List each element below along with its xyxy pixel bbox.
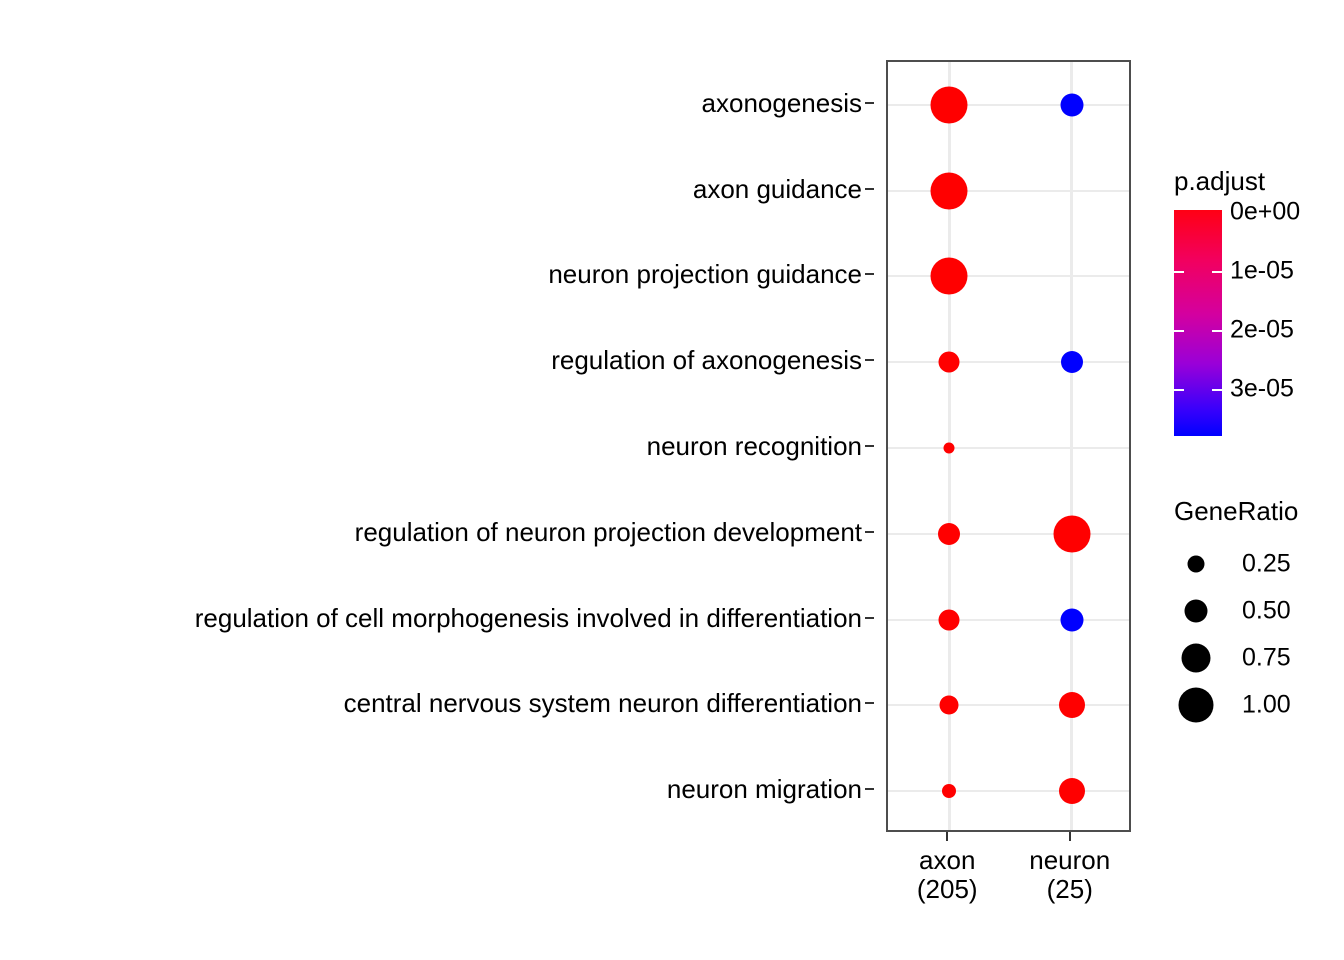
y-axis-tick bbox=[865, 702, 874, 705]
y-axis-label: regulation of cell morphogenesis involve… bbox=[194, 602, 862, 633]
gridline-horizontal bbox=[888, 704, 1129, 707]
x-axis-label-count: (205) bbox=[916, 874, 978, 905]
legend-padjust: p.adjust bbox=[1174, 168, 1344, 194]
data-point bbox=[938, 351, 960, 373]
y-axis-label: axon guidance bbox=[692, 173, 862, 204]
gridline-horizontal bbox=[888, 189, 1129, 192]
gridline-horizontal bbox=[888, 618, 1129, 621]
y-axis-tick bbox=[865, 788, 874, 791]
data-point bbox=[938, 609, 960, 631]
data-point bbox=[1053, 515, 1091, 553]
data-point bbox=[1058, 692, 1085, 719]
colorbar-tick bbox=[1174, 271, 1184, 273]
y-axis-label: neuron projection guidance bbox=[548, 259, 862, 290]
x-axis-tick bbox=[946, 832, 949, 841]
colorbar-gradient bbox=[1174, 210, 1222, 436]
legend-generatio-title: GeneRatio bbox=[1174, 496, 1299, 526]
data-point bbox=[930, 257, 968, 295]
y-axis: axonogenesis axon guidance neuron projecti… bbox=[0, 60, 874, 832]
y-axis-label: neuron migration bbox=[666, 774, 862, 805]
colorbar-tick-label: 3e-05 bbox=[1230, 374, 1294, 403]
y-axis-tick bbox=[865, 530, 874, 533]
y-axis-tick bbox=[865, 445, 874, 447]
colorbar-tick-label: 1e-05 bbox=[1230, 256, 1294, 285]
legend-generatio-dot bbox=[1187, 555, 1205, 573]
legend-generatio-label: 0.75 bbox=[1242, 643, 1291, 672]
y-axis-tick bbox=[865, 359, 874, 362]
plot-panel bbox=[886, 60, 1131, 832]
gridline-horizontal bbox=[888, 361, 1129, 364]
x-axis-label-name: neuron bbox=[1029, 845, 1111, 875]
legend-generatio-dot bbox=[1181, 643, 1211, 673]
y-axis-tick bbox=[865, 101, 874, 104]
gridline-horizontal bbox=[888, 447, 1129, 449]
data-point bbox=[1060, 608, 1084, 632]
gridline-horizontal bbox=[888, 790, 1129, 793]
colorbar-tick bbox=[1212, 330, 1222, 332]
data-point bbox=[1060, 351, 1083, 374]
data-point bbox=[942, 784, 957, 799]
data-point bbox=[930, 86, 968, 124]
colorbar-tick-label: 2e-05 bbox=[1230, 315, 1294, 344]
y-axis-tick bbox=[865, 273, 874, 276]
data-point bbox=[1058, 778, 1085, 805]
colorbar-tick bbox=[1174, 389, 1184, 391]
legend-generatio-label: 1.00 bbox=[1242, 690, 1291, 719]
y-axis-label: axonogenesis bbox=[701, 87, 862, 118]
y-axis-label: regulation of axonogenesis bbox=[551, 345, 862, 376]
y-axis-tick bbox=[865, 616, 874, 619]
y-axis-label: neuron recognition bbox=[646, 431, 862, 461]
data-point bbox=[930, 172, 968, 210]
legend-generatio-label: 0.50 bbox=[1242, 596, 1291, 625]
legend-generatio-dot bbox=[1184, 599, 1208, 623]
gridline-horizontal bbox=[888, 532, 1129, 535]
data-point bbox=[943, 442, 955, 454]
gridline-horizontal bbox=[888, 275, 1129, 278]
colorbar-tick bbox=[1212, 389, 1222, 391]
x-axis-label: neuron(25) bbox=[1029, 845, 1111, 905]
y-axis-tick bbox=[865, 187, 874, 190]
legend-generatio-label: 0.25 bbox=[1242, 549, 1291, 578]
y-axis-label: central nervous system neuron differenti… bbox=[343, 688, 862, 719]
gridline-horizontal bbox=[888, 103, 1129, 106]
legend-generatio-dot bbox=[1178, 687, 1214, 723]
legend-generatio: GeneRatio 0.25 0.50 0.75 1.00 bbox=[1174, 496, 1344, 723]
x-axis-tick bbox=[1068, 832, 1071, 841]
colorbar-tick bbox=[1174, 330, 1184, 332]
x-axis-label-name: axon bbox=[919, 845, 976, 875]
data-point bbox=[938, 522, 961, 545]
data-point bbox=[1060, 93, 1084, 117]
gridline-vertical bbox=[1070, 62, 1074, 830]
x-axis-label: axon(205) bbox=[916, 845, 978, 905]
y-axis-label: regulation of neuron projection developm… bbox=[354, 516, 862, 547]
x-axis-label-count: (25) bbox=[1046, 874, 1093, 905]
padjust-colorbar: 0e+00 1e-05 2e-05 3e-05 bbox=[1174, 198, 1300, 436]
colorbar-tick-label: 0e+00 bbox=[1230, 197, 1301, 226]
colorbar-tick bbox=[1212, 271, 1222, 273]
data-point bbox=[939, 695, 959, 715]
legend-padjust-title: p.adjust bbox=[1174, 166, 1266, 196]
